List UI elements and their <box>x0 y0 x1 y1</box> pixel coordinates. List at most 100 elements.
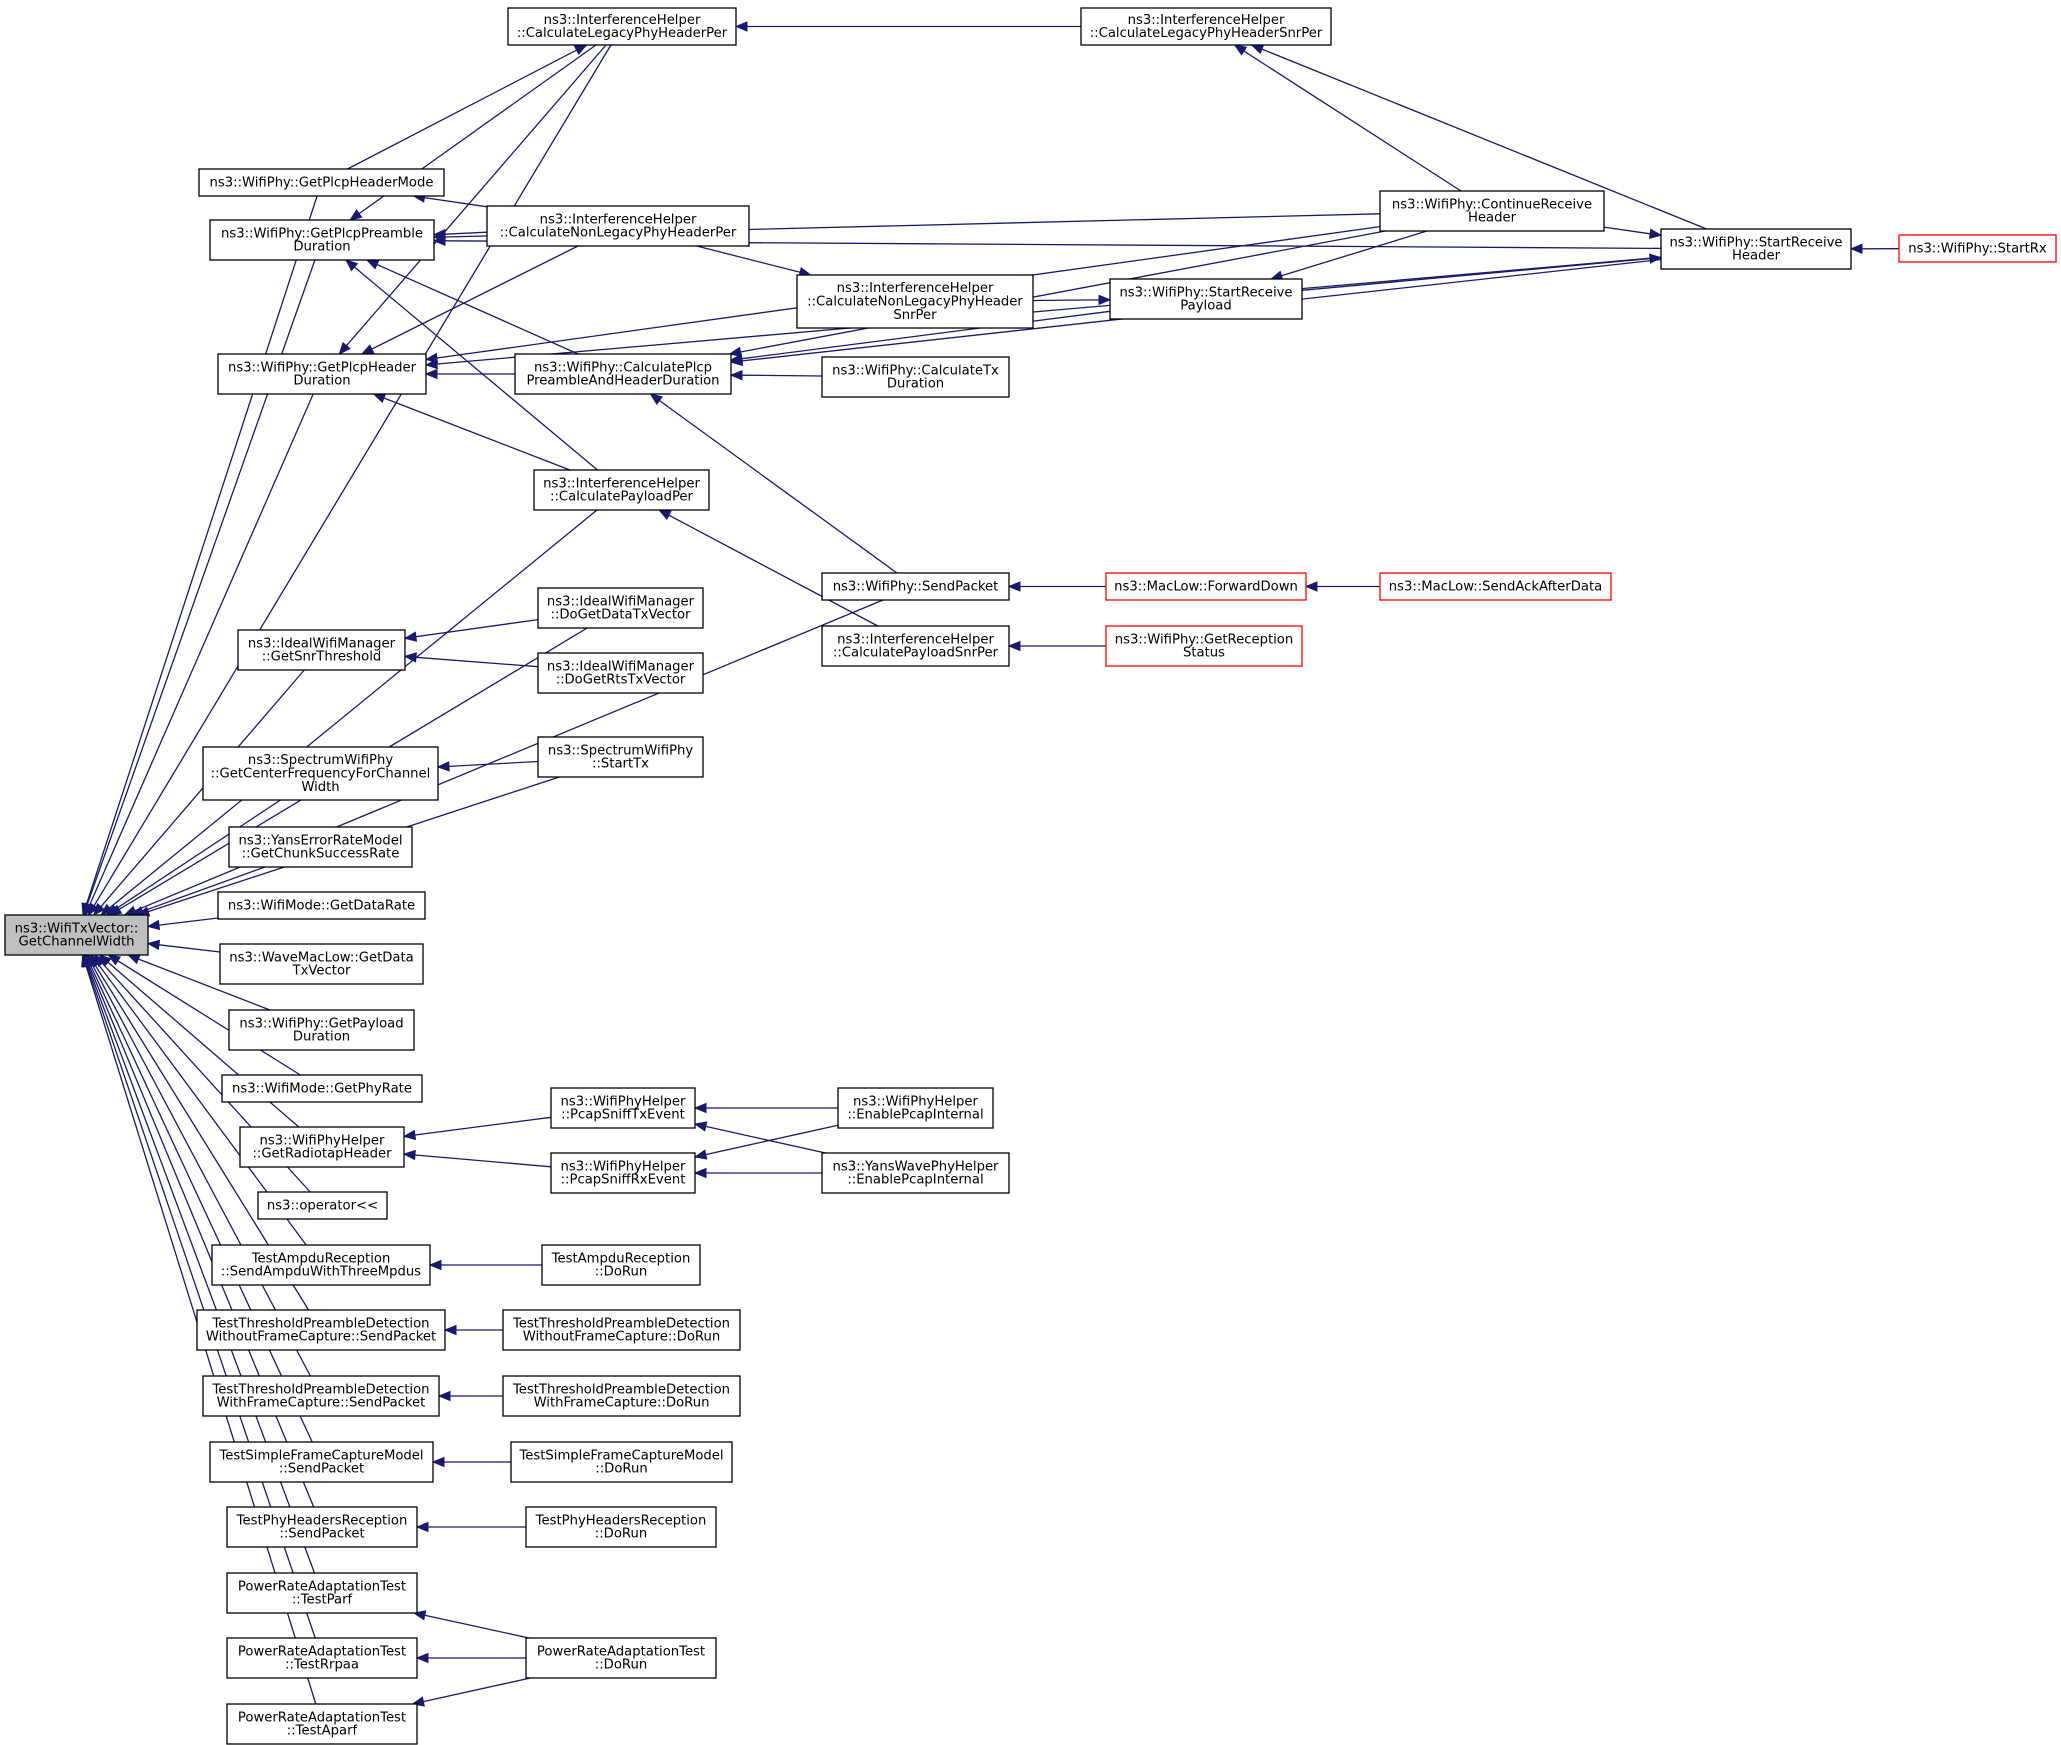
node-phr_send[interactable]: TestPhyHeadersReception::SendPacket <box>226 1506 418 1548</box>
node-box[interactable] <box>821 356 1010 398</box>
node-send_ack_after_data[interactable]: ns3::MacLow::SendAckAfterData <box>1379 572 1612 601</box>
node-prat_parf[interactable]: PowerRateAdaptationTest::TestParf <box>226 1572 418 1614</box>
node-box[interactable] <box>550 1152 696 1194</box>
node-box[interactable] <box>202 746 439 801</box>
node-ideal_data_tx[interactable]: ns3::IdealWifiManager::DoGetDataTxVector <box>537 587 704 629</box>
node-box[interactable] <box>4 914 149 956</box>
node-box[interactable] <box>198 168 445 197</box>
node-get_phy_rate[interactable]: ns3::WifiMode::GetPhyRate <box>221 1074 423 1103</box>
node-box[interactable] <box>226 1572 418 1614</box>
node-box[interactable] <box>486 205 750 247</box>
node-tpd_with_send[interactable]: TestThresholdPreambleDetectionWithFrameC… <box>202 1375 440 1417</box>
node-box[interactable] <box>219 943 424 985</box>
node-box[interactable] <box>257 1191 388 1220</box>
node-box[interactable] <box>510 1441 733 1483</box>
node-spectrum_center_freq[interactable]: ns3::SpectrumWifiPhy::GetCenterFrequency… <box>202 746 439 801</box>
node-box[interactable] <box>533 469 710 511</box>
node-box[interactable] <box>209 219 435 261</box>
node-get_radiotap_header[interactable]: ns3::WifiPhyHelper::GetRadiotapHeader <box>239 1126 405 1168</box>
node-tpd_with_dorun[interactable]: TestThresholdPreambleDetectionWithFrameC… <box>502 1375 741 1417</box>
node-box[interactable] <box>502 1375 741 1417</box>
node-wave_get_data_tx[interactable]: ns3::WaveMacLow::GetDataTxVector <box>219 943 424 985</box>
node-calc_plcp_pre_hdr[interactable]: ns3::WifiPhy::CalculatePlcpPreambleAndHe… <box>514 353 732 395</box>
node-box[interactable] <box>228 1009 415 1051</box>
node-box[interactable] <box>1660 228 1852 270</box>
node-prat_aparf[interactable]: PowerRateAdaptationTest::TestAparf <box>226 1703 418 1745</box>
node-box[interactable] <box>1080 7 1332 46</box>
node-pcap_sniff_rx[interactable]: ns3::WifiPhyHelper::PcapSniffRxEvent <box>550 1152 696 1194</box>
node-phr_dorun[interactable]: TestPhyHeadersReception::DoRun <box>525 1506 717 1548</box>
node-pcap_sniff_tx[interactable]: ns3::WifiPhyHelper::PcapSniffTxEvent <box>550 1087 696 1129</box>
node-box[interactable] <box>525 1637 717 1679</box>
node-nonlegacy_snr_per[interactable]: ns3::InterferenceHelper::CalculateNonLeg… <box>796 274 1034 329</box>
node-box[interactable] <box>1105 572 1307 601</box>
node-box[interactable] <box>1379 190 1605 232</box>
node-box[interactable] <box>217 891 426 920</box>
node-box[interactable] <box>537 587 704 629</box>
node-root[interactable]: ns3::WifiTxVector::GetChannelWidth <box>4 914 149 956</box>
node-box[interactable] <box>226 1703 418 1745</box>
node-start_rx[interactable]: ns3::WifiPhy::StartRx <box>1898 234 2057 263</box>
node-box[interactable] <box>1105 625 1303 667</box>
node-tpd_without_dorun[interactable]: TestThresholdPreambleDetectionWithoutFra… <box>502 1309 741 1351</box>
node-box[interactable] <box>196 1309 446 1351</box>
node-box[interactable] <box>537 652 704 694</box>
node-ideal_rts_tx[interactable]: ns3::IdealWifiManager::DoGetRtsTxVector <box>537 652 704 694</box>
node-box[interactable] <box>226 1637 418 1679</box>
node-get_data_rate[interactable]: ns3::WifiMode::GetDataRate <box>217 891 426 920</box>
node-prat_dorun[interactable]: PowerRateAdaptationTest::DoRun <box>525 1637 717 1679</box>
node-box[interactable] <box>821 625 1010 667</box>
node-box[interactable] <box>821 572 1010 601</box>
node-box[interactable] <box>237 629 406 671</box>
node-legacy_snr_per[interactable]: ns3::InterferenceHelper::CalculateLegacy… <box>1080 7 1332 46</box>
node-tpd_without_send[interactable]: TestThresholdPreambleDetectionWithoutFra… <box>196 1309 446 1351</box>
node-get_plcp_header_mode[interactable]: ns3::WifiPhy::GetPlcpHeaderMode <box>198 168 445 197</box>
node-box[interactable] <box>228 826 413 868</box>
node-nonlegacy_per[interactable]: ns3::InterferenceHelper::CalculateNonLeg… <box>486 205 750 247</box>
node-ideal_snr_threshold[interactable]: ns3::IdealWifiManager::GetSnrThreshold <box>237 629 406 671</box>
node-box[interactable] <box>1898 234 2057 263</box>
node-legacy_per[interactable]: ns3::InterferenceHelper::CalculateLegacy… <box>507 7 737 46</box>
node-box[interactable] <box>796 274 1034 329</box>
node-box[interactable] <box>217 353 427 395</box>
node-sfc_send[interactable]: TestSimpleFrameCaptureModel::SendPacket <box>209 1441 434 1483</box>
node-box[interactable] <box>1379 572 1612 601</box>
node-box[interactable] <box>502 1309 741 1351</box>
node-box[interactable] <box>550 1087 696 1129</box>
node-yans_chunk[interactable]: ns3::YansErrorRateModel::GetChunkSuccess… <box>228 826 413 868</box>
node-box[interactable] <box>202 1375 440 1417</box>
node-calc_payload_per[interactable]: ns3::InterferenceHelper::CalculatePayloa… <box>533 469 710 511</box>
node-box[interactable] <box>209 1441 434 1483</box>
node-forward_down[interactable]: ns3::MacLow::ForwardDown <box>1105 572 1307 601</box>
node-box[interactable] <box>541 1244 701 1286</box>
node-box[interactable] <box>211 1244 431 1286</box>
node-box[interactable] <box>239 1126 405 1168</box>
node-sfc_dorun[interactable]: TestSimpleFrameCaptureModel::DoRun <box>510 1441 733 1483</box>
node-box[interactable] <box>514 353 732 395</box>
node-box[interactable] <box>537 736 704 778</box>
node-send_packet[interactable]: ns3::WifiPhy::SendPacket <box>821 572 1010 601</box>
node-box[interactable] <box>1109 278 1303 320</box>
node-ampdu_dorun[interactable]: TestAmpduReception::DoRun <box>541 1244 701 1286</box>
node-ampdu_send[interactable]: TestAmpduReception::SendAmpduWithThreeMp… <box>211 1244 431 1286</box>
node-box[interactable] <box>821 1152 1010 1194</box>
node-enable_pcap_internal[interactable]: ns3::WifiPhyHelper::EnablePcapInternal <box>837 1087 994 1129</box>
node-operator_ll[interactable]: ns3::operator<< <box>257 1191 388 1220</box>
node-box[interactable] <box>525 1506 717 1548</box>
node-calc_payload_snr_per[interactable]: ns3::InterferenceHelper::CalculatePayloa… <box>821 625 1010 667</box>
node-prat_rrpaa[interactable]: PowerRateAdaptationTest::TestRrpaa <box>226 1637 418 1679</box>
node-box[interactable] <box>507 7 737 46</box>
node-yans_enable_pcap[interactable]: ns3::YansWavePhyHelper::EnablePcapIntern… <box>821 1152 1010 1194</box>
node-box[interactable] <box>837 1087 994 1129</box>
node-box[interactable] <box>226 1506 418 1548</box>
node-spectrum_start_tx[interactable]: ns3::SpectrumWifiPhy::StartTx <box>537 736 704 778</box>
node-box[interactable] <box>221 1074 423 1103</box>
